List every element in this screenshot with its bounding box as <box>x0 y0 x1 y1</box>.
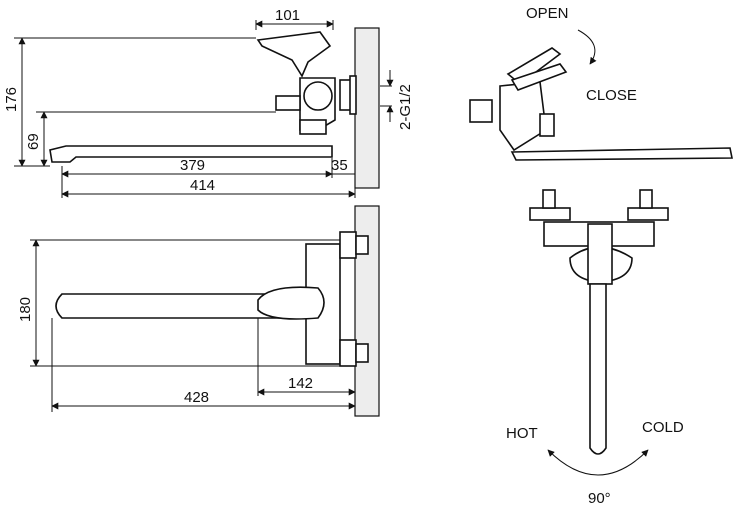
dim-handle: 142 <box>288 375 313 392</box>
open-label: OPEN <box>526 5 569 22</box>
dim-spout: 379 <box>180 157 205 174</box>
close-label: CLOSE <box>586 87 637 104</box>
mixer-iso-spout <box>510 147 733 161</box>
dim-top: 101 <box>275 7 300 24</box>
dim-thread: 2-G1/2 <box>397 84 414 130</box>
dim-height: 176 <box>3 87 20 112</box>
dim-centers: 180 <box>17 297 34 322</box>
mixer-lever <box>256 31 332 78</box>
dim-length: 428 <box>184 389 209 406</box>
mixer-iso-body <box>499 81 547 152</box>
front-view: HOT COLD 90° <box>506 189 684 507</box>
dim-total: 414 <box>190 177 215 194</box>
lever-view: OPEN CLOSE <box>469 5 733 161</box>
side-wall <box>354 27 380 189</box>
spout-top <box>55 293 307 319</box>
top-view: 180 142 428 <box>17 205 380 417</box>
front-spout <box>589 283 607 455</box>
dim-spout-height: 69 <box>25 133 42 150</box>
handle-top <box>257 286 325 320</box>
spout <box>49 145 333 163</box>
dim-wall: 35 <box>331 157 348 174</box>
cold-label: COLD <box>642 419 684 436</box>
hot-label: HOT <box>506 425 538 442</box>
side-view: 101 176 69 2-G1/2 379 35 414 <box>3 7 414 198</box>
angle-label: 90° <box>588 490 611 507</box>
